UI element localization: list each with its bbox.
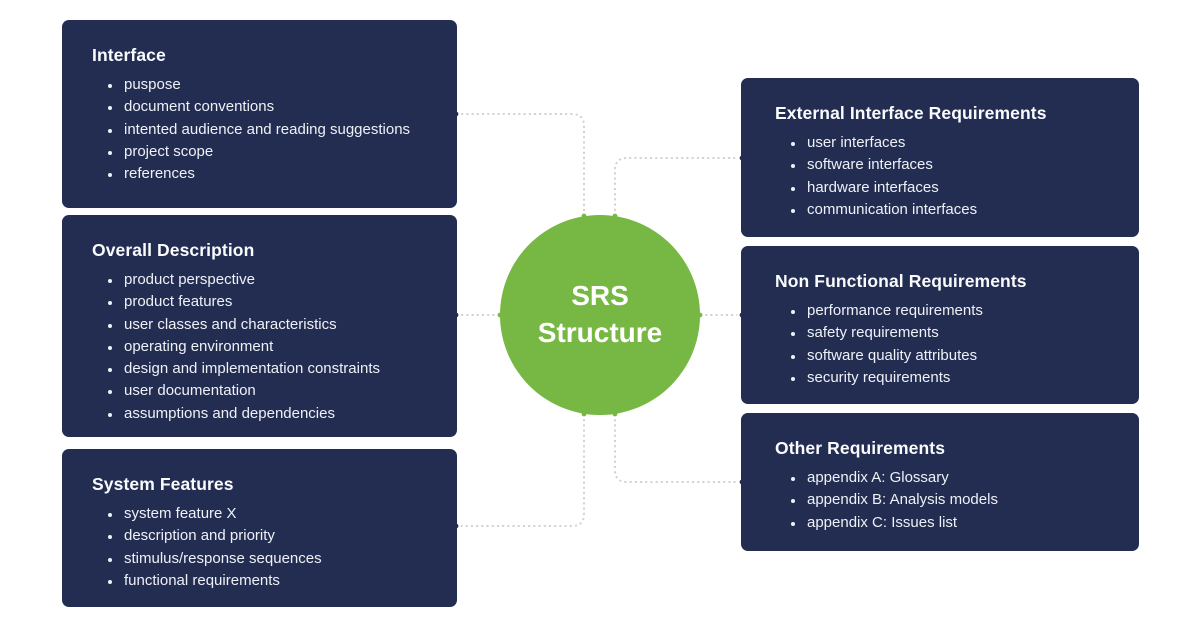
- bullet-item: puspose: [122, 74, 433, 96]
- bullet-item: product features: [122, 291, 433, 313]
- node-bullet-list: product perspectiveproduct featuresuser …: [92, 269, 433, 425]
- node-system-features: System Features system feature Xdescript…: [62, 449, 457, 607]
- node-title: Interface: [92, 45, 166, 65]
- node-title: Overall Description: [92, 240, 255, 260]
- node-bullet-list: appendix A: Glossaryappendix B: Analysis…: [775, 467, 1115, 534]
- node-bullet-list: performance requirementssafety requireme…: [775, 300, 1115, 389]
- node-title: Other Requirements: [775, 438, 946, 458]
- node-title: System Features: [92, 474, 234, 494]
- bullet-item: functional requirements: [122, 570, 433, 592]
- bullet-item: description and priority: [122, 525, 433, 547]
- bullet-item: performance requirements: [805, 300, 1115, 322]
- bullet-item: document conventions: [122, 96, 433, 118]
- connector-system-features: [456, 414, 585, 527]
- connector-external-interface: [614, 157, 742, 216]
- bullet-item: safety requirements: [805, 322, 1115, 344]
- bullet-item: software interfaces: [805, 154, 1115, 176]
- bullet-item: operating environment: [122, 336, 433, 358]
- node-other-requirements: Other Requirements appendix A: Glossarya…: [741, 413, 1139, 551]
- bullet-item: user documentation: [122, 380, 433, 402]
- node-overall-description: Overall Description product perspectivep…: [62, 215, 457, 437]
- node-interface: Interface pusposedocument conventionsint…: [62, 20, 457, 208]
- connector-interface: [456, 113, 585, 216]
- node-title: Non Functional Requirements: [775, 271, 1027, 291]
- bullet-item: software quality attributes: [805, 345, 1115, 367]
- center-node-label: SRS Structure: [537, 280, 663, 348]
- bullet-item: communication interfaces: [805, 199, 1115, 221]
- node-non-functional-requirements: Non Functional Requirements performance …: [741, 246, 1139, 404]
- bullet-item: system feature X: [122, 503, 433, 525]
- bullet-item: references: [122, 163, 433, 185]
- node-bullet-list: system feature Xdescription and priority…: [92, 503, 433, 592]
- bullet-item: intented audience and reading suggestion…: [122, 119, 433, 141]
- bullet-item: appendix A: Glossary: [805, 467, 1115, 489]
- node-external-interface-requirements: External Interface Requirements user int…: [741, 78, 1139, 237]
- bullet-item: hardware interfaces: [805, 177, 1115, 199]
- node-bullet-list: pusposedocument conventionsintented audi…: [92, 74, 433, 185]
- bullet-item: security requirements: [805, 367, 1115, 389]
- bullet-item: user interfaces: [805, 132, 1115, 154]
- bullet-item: appendix C: Issues list: [805, 512, 1115, 534]
- bullet-item: user classes and characteristics: [122, 314, 433, 336]
- bullet-item: assumptions and dependencies: [122, 403, 433, 425]
- center-node: SRS Structure: [500, 215, 700, 415]
- bullet-item: project scope: [122, 141, 433, 163]
- bullet-item: design and implementation constraints: [122, 358, 433, 380]
- node-title: External Interface Requirements: [775, 103, 1047, 123]
- bullet-item: product perspective: [122, 269, 433, 291]
- bullet-item: stimulus/response sequences: [122, 548, 433, 570]
- connector-other-requirements: [614, 414, 742, 483]
- bullet-item: appendix B: Analysis models: [805, 489, 1115, 511]
- node-bullet-list: user interfacessoftware interfaceshardwa…: [775, 132, 1115, 221]
